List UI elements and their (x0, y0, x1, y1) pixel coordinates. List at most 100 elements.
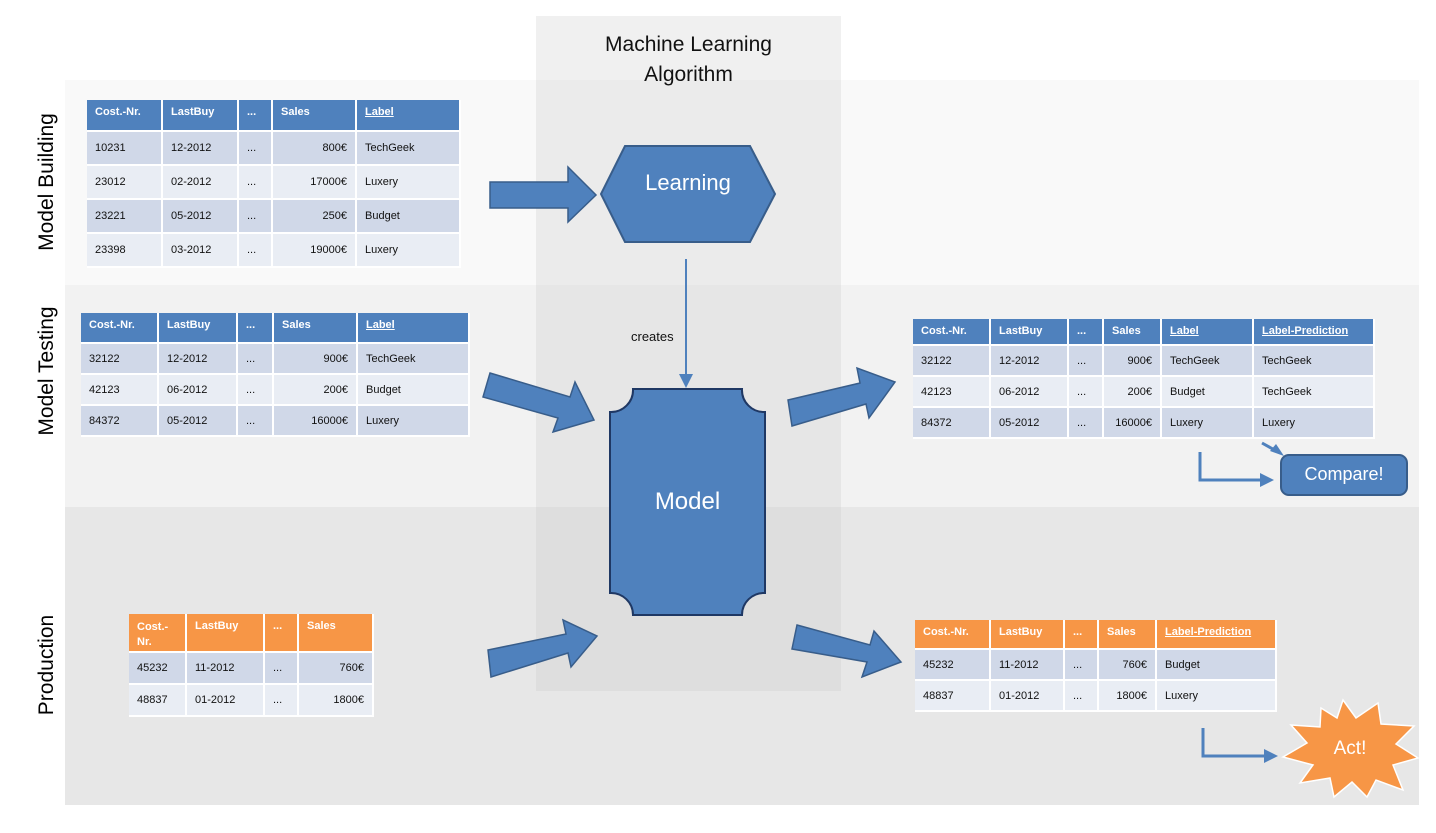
test-input-table: Cost.-Nr. LastBuy ... Sales Label 32122 … (81, 313, 470, 437)
algorithm-title-line1: Machine Learning (605, 33, 772, 56)
cell: TechGeek (1161, 345, 1254, 377)
cell: ... (1064, 649, 1099, 681)
table-header-row: Cost.-Nr. LastBuy ... Sales Label-Predic… (915, 620, 1277, 650)
header-label: Label (1161, 319, 1254, 346)
cell: 23012 (87, 165, 163, 200)
table-row: 84372 05-2012 ... 16000€ Luxery (81, 405, 470, 437)
creates-label: creates (631, 329, 674, 344)
cell: TechGeek (357, 343, 470, 375)
cell: 1800€ (1098, 680, 1157, 712)
header-ellipsis: ... (1064, 620, 1099, 650)
cell: 900€ (273, 343, 358, 375)
arrow-training-to-learning (489, 165, 598, 224)
cell: 200€ (1103, 376, 1162, 408)
cell: ... (1064, 680, 1099, 712)
cell: 05-2012 (158, 405, 238, 437)
table-row: 10231 12-2012 ... 800€ TechGeek (87, 131, 461, 166)
learning-label: Learning (645, 170, 731, 195)
cell: 11-2012 (186, 652, 265, 685)
cell: 45232 (129, 652, 187, 685)
compare-box (1280, 454, 1408, 496)
arrow-production-to-model (487, 618, 599, 678)
cell: Budget (356, 199, 461, 234)
header-label: Label (357, 313, 470, 344)
cell: ... (264, 684, 299, 717)
cell: 05-2012 (162, 199, 239, 234)
header-lastbuy: LastBuy (162, 100, 239, 132)
act-label: Act! (1333, 738, 1367, 759)
cell: 12-2012 (990, 345, 1069, 377)
cell: 1800€ (298, 684, 374, 717)
table-row: 23012 02-2012 ... 17000€ Luxery (87, 165, 461, 200)
cell: 19000€ (272, 233, 357, 268)
cell: 16000€ (1103, 407, 1162, 439)
cell: 03-2012 (162, 233, 239, 268)
cell: 05-2012 (990, 407, 1069, 439)
table-row: 42123 06-2012 ... 200€ Budget (81, 374, 470, 406)
cell: TechGeek (1253, 345, 1375, 377)
header-ellipsis: ... (1068, 319, 1104, 346)
cell: ... (1068, 345, 1104, 377)
header-cost-nr: Cost.-Nr. (87, 100, 163, 132)
act-arrowhead (1264, 749, 1278, 763)
cell: ... (1068, 407, 1104, 439)
cell: ... (238, 199, 273, 234)
header-ellipsis: ... (238, 100, 273, 132)
cell: 84372 (913, 407, 991, 439)
cell: 760€ (1098, 649, 1157, 681)
cell: ... (237, 405, 274, 437)
cell: Budget (1156, 649, 1277, 681)
table-row: 42123 06-2012 ... 200€ Budget TechGeek (913, 376, 1375, 408)
cell: 16000€ (273, 405, 358, 437)
header-cost-nr: Cost.-Nr. (129, 614, 187, 653)
cell: ... (237, 374, 274, 406)
creates-arrowhead (679, 374, 693, 388)
test-output-table: Cost.-Nr. LastBuy ... Sales Label Label-… (913, 319, 1375, 439)
act-starburst (1281, 698, 1420, 799)
header-lastbuy: LastBuy (158, 313, 238, 344)
cell: Luxery (357, 405, 470, 437)
cell: ... (238, 233, 273, 268)
table-header-row: Cost.-Nr. LastBuy ... Sales Label (87, 100, 461, 132)
header-lastbuy: LastBuy (186, 614, 265, 653)
table-row: 48837 01-2012 ... 1800€ Luxery (915, 680, 1277, 712)
training-table: Cost.-Nr. LastBuy ... Sales Label 10231 … (87, 100, 461, 268)
cell: ... (1068, 376, 1104, 408)
table-row: 32122 12-2012 ... 900€ TechGeek TechGeek (913, 345, 1375, 377)
header-cost-nr: Cost.-Nr. (915, 620, 991, 650)
cell: 48837 (129, 684, 187, 717)
cell: TechGeek (356, 131, 461, 166)
cell: 800€ (272, 131, 357, 166)
table-row: 23398 03-2012 ... 19000€ Luxery (87, 233, 461, 268)
header-sales: Sales (1098, 620, 1157, 650)
cell: 01-2012 (186, 684, 265, 717)
arrow-model-to-test-output (787, 366, 897, 427)
compare-label: Compare! (1304, 464, 1384, 484)
arrow-test-to-model (482, 372, 596, 434)
table-row: 45232 11-2012 ... 760€ Budget (915, 649, 1277, 681)
table-row: 23221 05-2012 ... 250€ Budget (87, 199, 461, 234)
compare-arrowhead (1260, 473, 1274, 487)
algorithm-title-line2: Algorithm (644, 63, 733, 86)
model-shape (609, 388, 766, 616)
header-sales: Sales (272, 100, 357, 132)
model-label: Model (654, 488, 721, 515)
cell: 32122 (913, 345, 991, 377)
cell: ... (264, 652, 299, 685)
cell: Budget (357, 374, 470, 406)
cell: 11-2012 (990, 649, 1065, 681)
header-label-prediction: Label-Prediction (1156, 620, 1277, 650)
cell: 06-2012 (990, 376, 1069, 408)
header-ellipsis: ... (237, 313, 274, 344)
header-lastbuy: LastBuy (990, 319, 1069, 346)
learning-hexagon (599, 145, 777, 243)
cell: 12-2012 (162, 131, 239, 166)
algorithm-title: Machine Learning Algorithm (536, 30, 841, 90)
cell: 900€ (1103, 345, 1162, 377)
cell: Luxery (356, 233, 461, 268)
table-row: 45232 11-2012 ... 760€ (129, 652, 374, 685)
cell: 200€ (273, 374, 358, 406)
cell: 10231 (87, 131, 163, 166)
header-cost-nr: Cost.-Nr. (81, 313, 159, 344)
